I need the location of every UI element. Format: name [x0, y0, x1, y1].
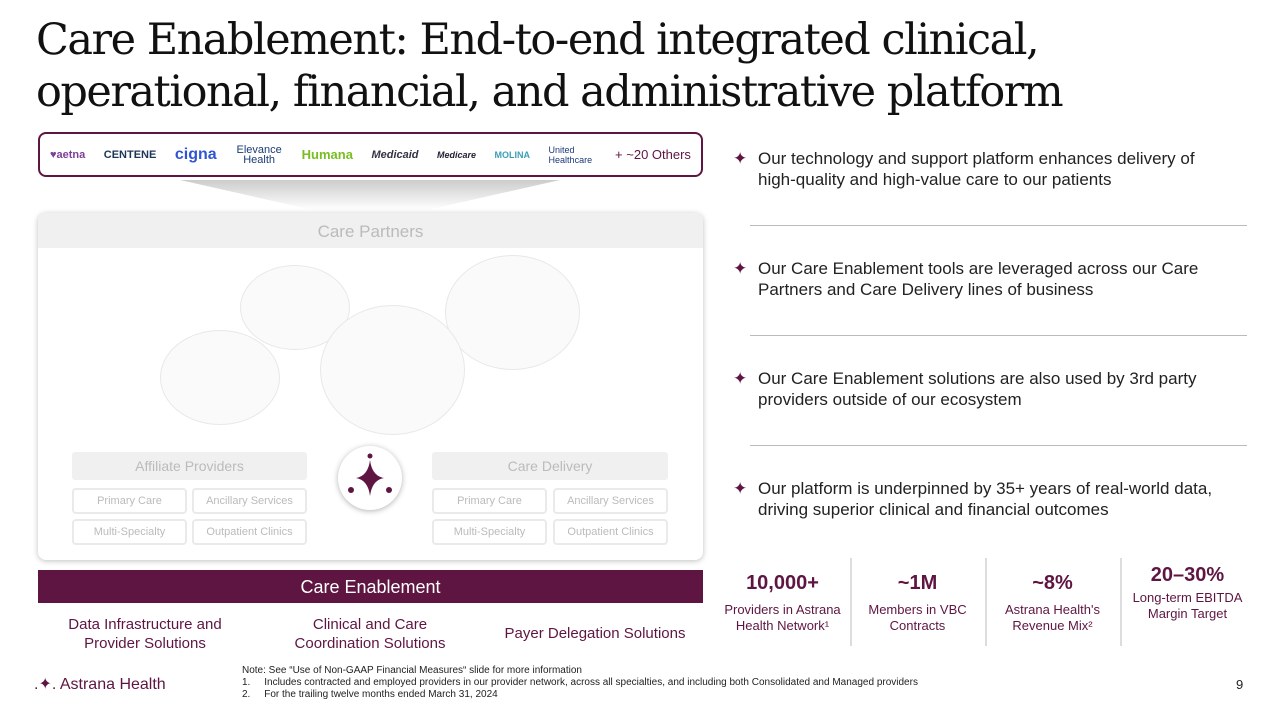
funnel-graphic	[180, 180, 560, 210]
centene-logo: CENTENE	[103, 148, 157, 161]
unitedhealthcare-logo: United Healthcare	[548, 144, 593, 165]
delivery-primary-care: Primary Care	[432, 488, 547, 514]
affiliate-primary-care: Primary Care	[72, 488, 187, 514]
affiliate-outpatient-clinics: Outpatient Clinics	[192, 519, 307, 545]
brand-logo: .✦. Astrana Health	[34, 676, 166, 693]
page-number: 9	[1236, 677, 1244, 692]
medicaid-logo: Medicaid	[371, 148, 419, 161]
divider	[1120, 558, 1122, 646]
building-illustration	[160, 330, 280, 425]
slide-title: Care Enablement: End-to-end integrated c…	[36, 15, 1064, 117]
stat-ebitda: 20–30%Long-term EBITDA Margin Target	[1132, 564, 1243, 621]
care-partners-header: Care Partners	[38, 213, 703, 248]
bullet-item: ✦Our Care Enablement solutions are also …	[733, 369, 1197, 409]
divider	[850, 558, 852, 646]
sparkle-icon: ✦	[733, 259, 748, 278]
others-label: + ~20 Others	[615, 147, 691, 162]
elevance-logo: Elevance Health	[236, 143, 282, 166]
molina-logo: MOLINA	[494, 149, 531, 160]
solution-clinical-coordination: Clinical and Care Coordination Solutions	[294, 616, 446, 652]
astrana-star-icon	[338, 446, 402, 510]
medicare-logo: Medicare	[437, 149, 477, 160]
divider	[750, 225, 1247, 226]
delivery-outpatient-clinics: Outpatient Clinics	[553, 519, 668, 545]
delivery-ancillary-services: Ancillary Services	[553, 488, 668, 514]
footnote-note: Note: See “Use of Non-GAAP Financial Mea…	[242, 665, 582, 676]
payer-logos: ♥aetna CENTENE cigna Elevance Health Hum…	[38, 132, 703, 177]
delivery-multi-specialty: Multi-Specialty	[432, 519, 547, 545]
footnote-1: 1. Includes contracted and employed prov…	[242, 677, 918, 688]
solution-data-infrastructure: Data Infrastructure and Provider Solutio…	[68, 616, 222, 652]
sparkle-icon: ✦	[733, 479, 748, 498]
bullet-item: ✦Our platform is underpinned by 35+ year…	[733, 479, 1213, 519]
sparkle-icon: ✦	[733, 369, 748, 388]
solution-payer-delegation: Payer Delegation Solutions	[504, 625, 686, 642]
footnote-2: 2. For the trailing twelve months ended …	[242, 689, 498, 700]
affiliate-ancillary-services: Ancillary Services	[192, 488, 307, 514]
bullet-item: ✦Our Care Enablement tools are leveraged…	[733, 259, 1199, 299]
bullet-item: ✦Our technology and support platform enh…	[733, 149, 1195, 189]
cigna-logo: cigna	[174, 145, 217, 163]
affiliate-multi-specialty: Multi-Specialty	[72, 519, 187, 545]
sparkle-icon: ✦	[733, 149, 748, 168]
divider	[750, 445, 1247, 446]
aetna-logo: ♥aetna	[50, 148, 86, 161]
stat-revenue-mix: ~8%Astrana Health's Revenue Mix²	[1005, 572, 1100, 633]
divider	[750, 335, 1247, 336]
humana-logo: Humana	[301, 147, 353, 162]
care-enablement-bar: Care Enablement	[38, 570, 703, 603]
clinic-illustration	[445, 255, 580, 370]
stat-providers: 10,000+Providers in Astrana Health Netwo…	[724, 572, 841, 633]
hospital-illustration	[320, 305, 465, 435]
affiliate-providers-title: Affiliate Providers	[72, 452, 307, 480]
care-delivery-title: Care Delivery	[432, 452, 668, 480]
footnotes: Note: See “Use of Non-GAAP Financial Mea…	[242, 665, 918, 701]
divider	[985, 558, 987, 646]
